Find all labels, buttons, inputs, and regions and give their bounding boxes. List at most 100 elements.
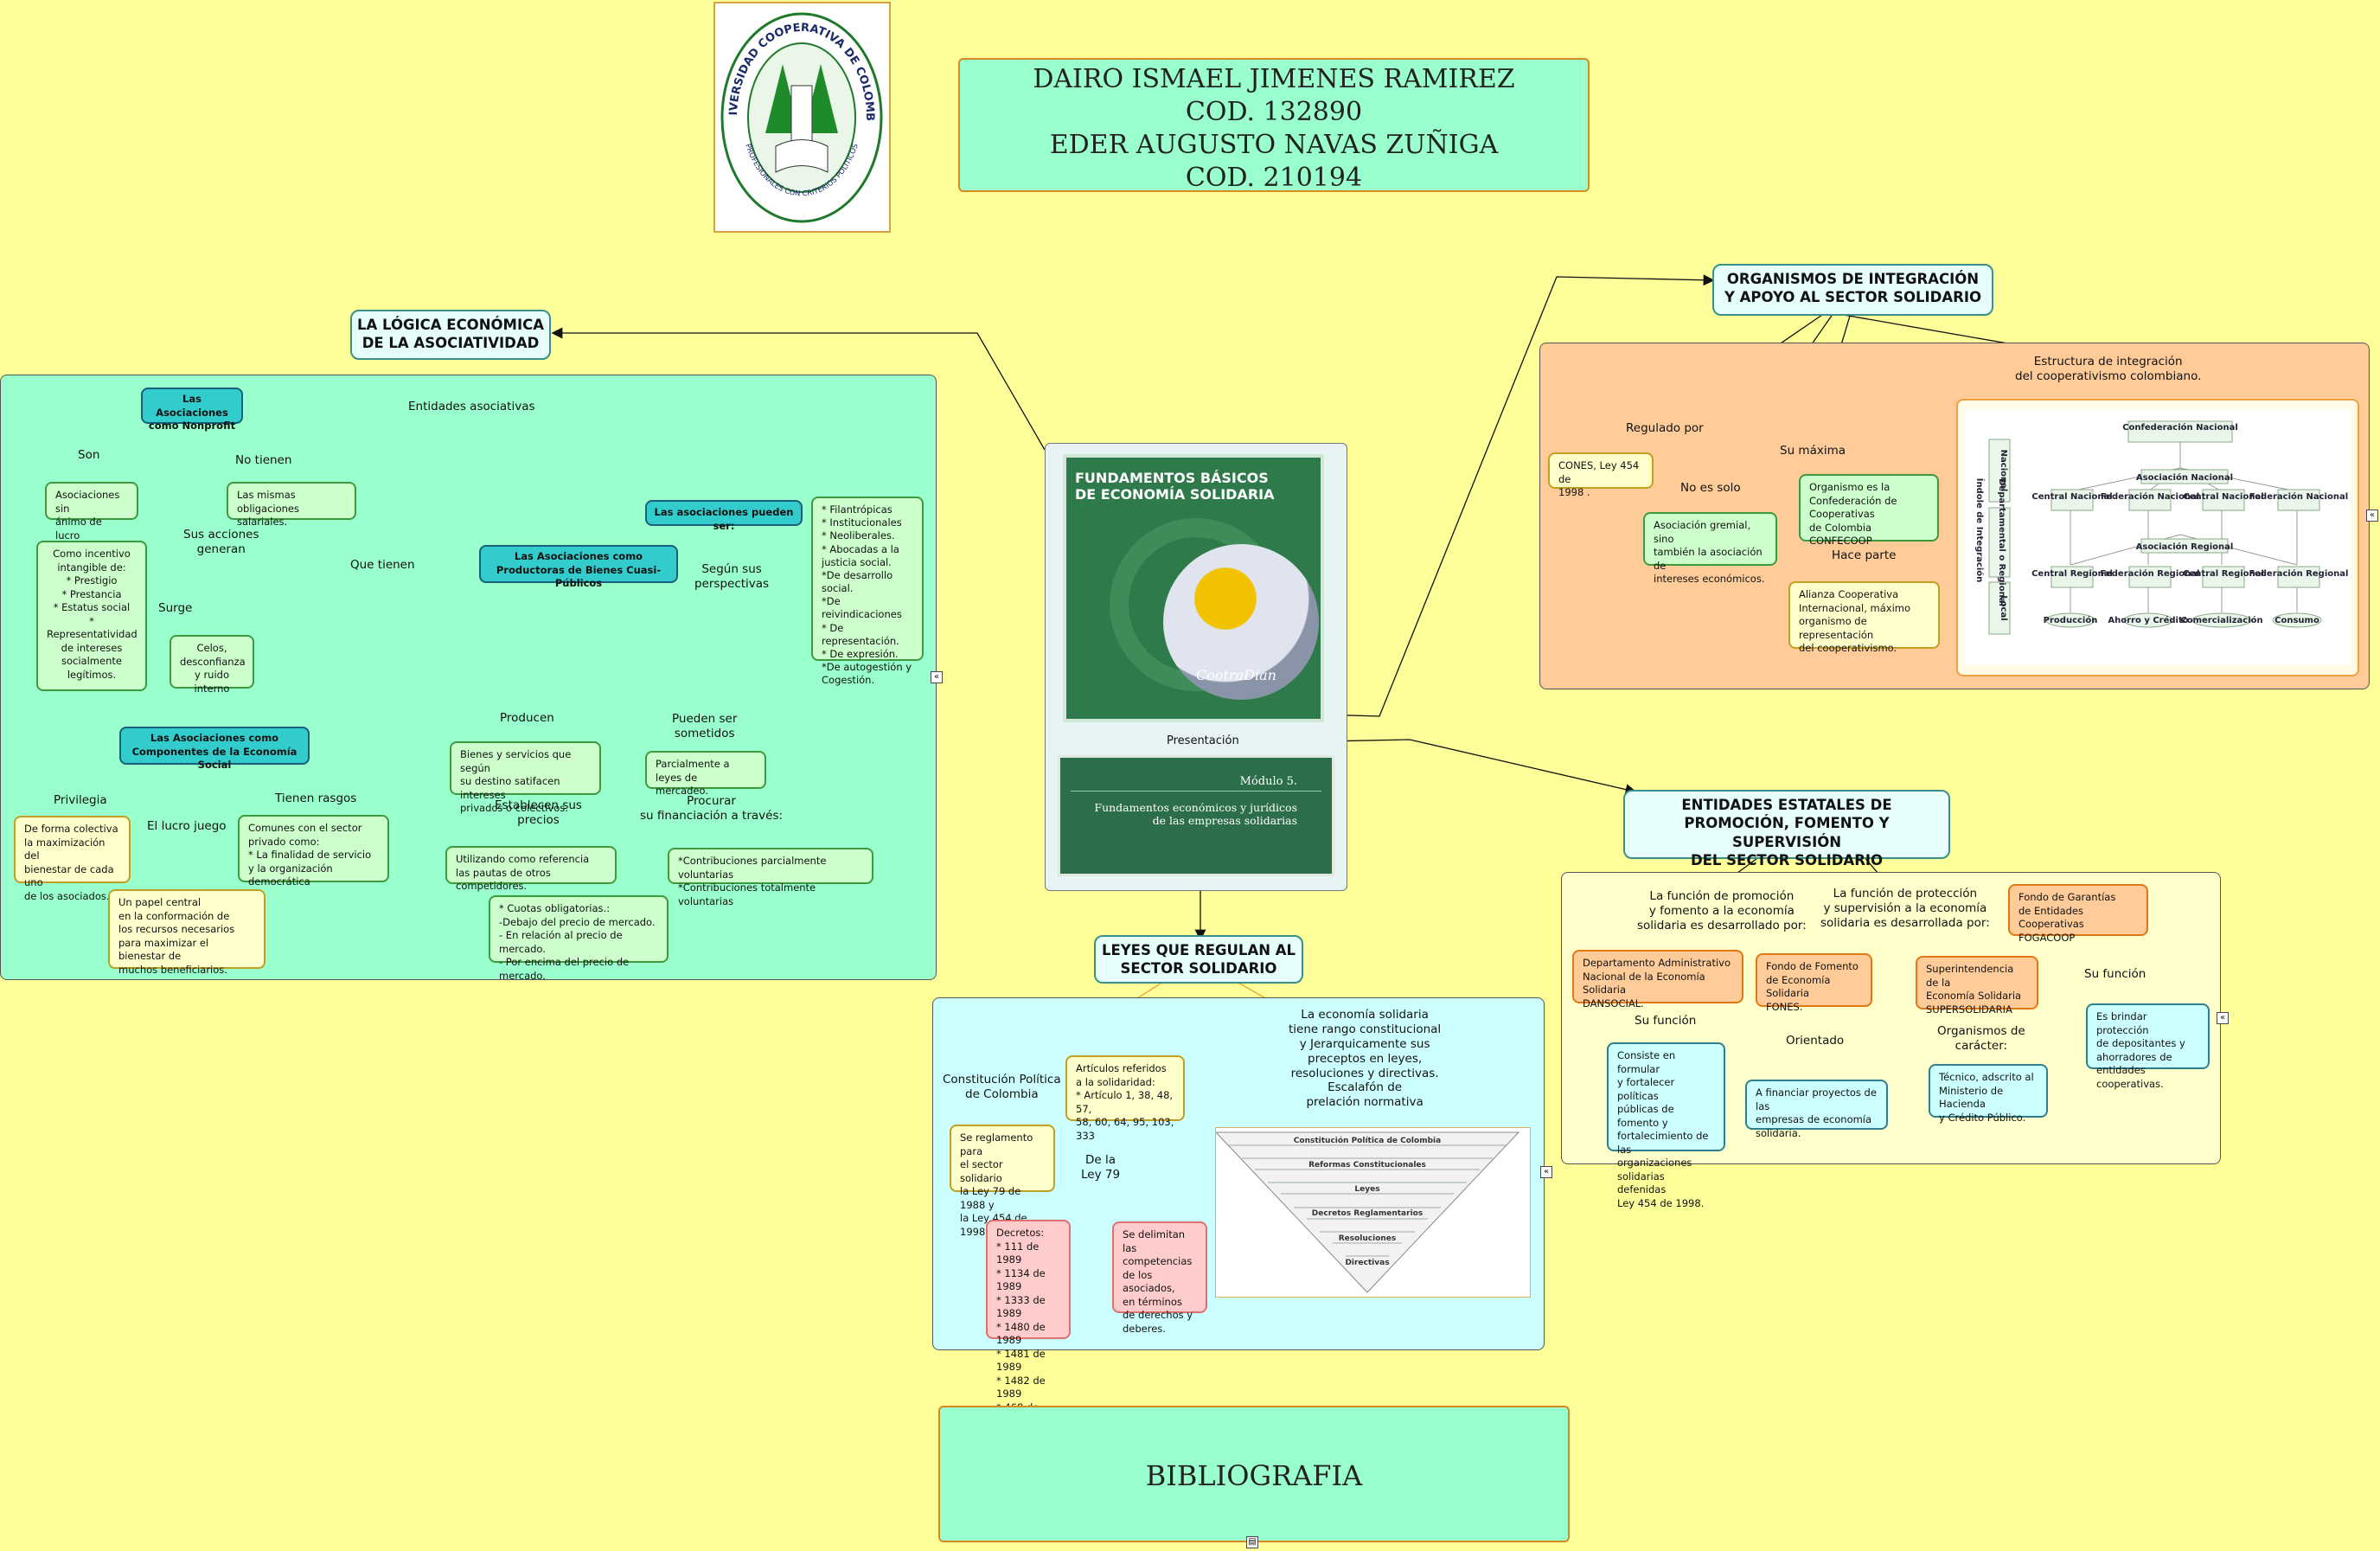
alianza-node[interactable]: Alianza Cooperativa Internacional, máxim… [1788,581,1940,654]
tecnico-node[interactable]: Técnico, adscrito al Ministerio de Hacie… [1929,1064,2048,1124]
central-topic-card[interactable]: FUNDAMENTOS BÁSICOS DE ECONOMÍA SOLIDARI… [1045,443,1347,891]
de-la-ley-label: De la Ley 79 [1081,1153,1121,1182]
comunes-node[interactable]: Comunes con el sector privado como: * La… [238,815,389,888]
obligaciones-node[interactable]: Las mismas obligaciones salariales. [227,482,356,528]
nonprofit-node[interactable]: Las Asociaciones como Nonprofit [141,388,243,432]
dansocial-node[interactable]: Departamento Administrativo Nacional de … [1572,950,1743,1009]
pyramid-level-3: Leyes [1354,1185,1379,1194]
topic-leyes[interactable]: LEYES QUE REGULAN AL SECTOR SOLIDARIO [1094,935,1303,984]
expand-toggle-bibliografia[interactable]: ▤ [1246,1536,1258,1548]
constitucion-label: Constitución Política de Colombia [943,1073,1061,1101]
financiar-node[interactable]: A financiar proyectos de las empresas de… [1745,1080,1888,1139]
cover-logo-text: CootraDian [1196,667,1276,683]
procurar-financiacion-label: Procurar su financiación a través: [640,794,784,823]
org-reg-3: Central Regional [2183,569,2264,579]
confecoop-node[interactable]: Organismo es la Confederación de Coopera… [1799,474,1939,547]
org-level-regional: Departamental o Regional [1997,478,2006,606]
pyramid-level-6: Directivas [1345,1259,1389,1267]
author-1-name: DAIRO ISMAEL JIMENES RAMIREZ [1033,64,1515,94]
cover-photo-circle [1163,544,1319,700]
bibliografia-box[interactable]: BIBLIOGRAFIA [938,1406,1570,1542]
org-reg-2: Federación Regional [2101,568,2200,579]
author-1-code: COD. 132890 [1185,97,1363,128]
collapse-toggle-leyes[interactable]: « [1540,1166,1552,1178]
regulado-label: Regulado por [1626,421,1704,435]
estructura-label: Estructura de integración del cooperativ… [2015,355,2202,383]
proteccion-label: La función de protección y supervisión a… [1820,887,1990,930]
cones-node[interactable]: CONES, Ley 454 de 1998 . [1548,452,1654,498]
surge-label: Surge [158,601,193,615]
topic-logica-economica[interactable]: LA LÓGICA ECONÓMICA DE LA ASOCIATIVIDAD [350,310,551,360]
org-local-3: Comercialización [2180,615,2262,625]
su-funcion-label-2: Su función [2084,967,2146,981]
sin-animo-node[interactable]: Asociaciones sin ánimo de lucro [45,482,138,542]
org-nat-3: Central Nacional [2183,492,2263,502]
promocion-label: La función de promoción y fomento a la e… [1637,889,1807,933]
parcialmente-node[interactable]: Parcialmente a leyes de mercadeo. [645,751,766,797]
segun-perspectivas-label: Según sus perspectivas [694,562,770,591]
pyramid-level-2: Reformas Constitucionales [1308,1161,1426,1170]
entidades-asociativas-label: Entidades asociativas [408,400,535,413]
collapse-toggle-estatales[interactable]: « [2217,1012,2229,1024]
no-tienen-label: No tienen [235,453,292,467]
gremial-node[interactable]: Asociación gremial, sino también la asoc… [1643,512,1777,585]
logo-frame: UNIVERSIDAD COOPERATIVA DE COLOMBIA PROF… [711,0,891,233]
articulos-node[interactable]: Artículos referidos a la solidaridad: * … [1065,1055,1185,1142]
reglamento-node[interactable]: Se reglamento para el sector solidario l… [950,1125,1055,1238]
organismos-caracter-label: Organismos de carácter: [1937,1024,2025,1053]
presentacion-label: Presentación [1167,734,1239,747]
org-local-2: Ahorro y Crédito [2108,615,2188,625]
fones-node[interactable]: Fondo de Fomento de Economía Solidaria F… [1756,953,1872,1013]
rango-label: La economía solidaria tiene rango consti… [1289,1008,1442,1110]
org-reg-1: Central Regional [2031,569,2113,579]
normative-pyramid: Constitución Política de Colombia Reform… [1214,1131,1520,1293]
delimitan-node[interactable]: Se delimitan las competencias de los aso… [1112,1221,1207,1335]
pyramid-level-5: Resoluciones [1339,1234,1397,1243]
pueden-ser-node[interactable]: Las asociaciones pueden ser: [645,500,803,532]
hace-parte-label: Hace parte [1832,548,1897,562]
pyramid-level-4: Decretos Reglamentarios [1312,1209,1423,1218]
papel-central-node[interactable]: Un papel central en la conformación de l… [108,889,266,976]
org-nat-2: Federación Nacional [2101,491,2199,502]
module-cover: Módulo 5. Fundamentos económicos y juríd… [1058,755,1334,876]
topic-organismos[interactable]: ORGANISMOS DE INTEGRACIÓN Y APOYO AL SEC… [1712,264,1993,316]
formular-node[interactable]: Consiste en formular y fortalecer políti… [1607,1042,1725,1209]
privilegia-label: Privilegia [54,793,107,807]
decretos-node[interactable]: Decretos: * 111 de 1989 * 1134 de 1989 *… [986,1220,1071,1426]
org-asociacion-nacional: Asociación Nacional [2136,472,2233,483]
org-nat-4: Federación Nacional [2249,491,2348,502]
org-level-nacional: Nacional [1999,450,2008,492]
authors-box: DAIRO ISMAEL JIMENES RAMIREZ COD. 132890… [958,58,1590,193]
org-level-local: Local [1999,595,2008,620]
org-nat-1: Central Nacional [2031,492,2112,502]
componentes-node[interactable]: Las Asociaciones como Componentes de la … [119,727,310,771]
org-side-title: Índole de Integración [1974,478,1986,583]
cover-image: FUNDAMENTOS BÁSICOS DE ECONOMÍA SOLIDARI… [1063,454,1324,722]
celos-node[interactable]: Celos, desconfianza y ruido interno [170,635,254,695]
son-label: Son [78,448,100,462]
incentivo-node[interactable]: Como incentivo intangible de: * Prestigi… [36,541,147,691]
cover-title: FUNDAMENTOS BÁSICOS DE ECONOMÍA SOLIDARI… [1075,470,1275,503]
orientado-label: Orientado [1786,1034,1845,1048]
productoras-node[interactable]: Las Asociaciones como Productoras de Bie… [479,545,678,589]
maxima-label: Su máxima [1780,444,1846,458]
no-es-solo-label: No es solo [1680,481,1741,495]
utilizando-node[interactable]: Utilizando como referencia las pautas de… [445,846,617,892]
brindar-node[interactable]: Es brindar protección de depositantes y … [2086,1003,2210,1090]
perspectivas-node[interactable]: * Filantrópicas * Institucionales * Neol… [811,497,924,686]
collapse-toggle-organismos[interactable]: « [2366,510,2378,522]
bienes-node[interactable]: Bienes y servicios que según su destino … [450,741,601,814]
contribuciones-node[interactable]: *Contribuciones parcialmente voluntarias… [668,848,873,907]
cooperative-structure-diagram: Índole de Integración Nacional Departame… [1965,409,2351,665]
bibliografia-title: BIBLIOGRAFIA [1145,1459,1363,1492]
collapse-toggle-logica[interactable]: « [931,671,943,683]
topic-entidades-estatales[interactable]: ENTIDADES ESTATALES DE PROMOCIÓN, FOMENT… [1623,790,1950,868]
author-2-name: EDER AUGUSTO NAVAS ZUÑIGA [1049,130,1499,161]
su-funcion-label-1: Su función [1635,1014,1697,1028]
university-seal-icon: UNIVERSIDAD COOPERATIVA DE COLOMBIA PROF… [711,0,883,223]
colectiva-node[interactable]: De forma colectiva la maximización del b… [14,816,131,902]
fogacoop-node[interactable]: Fondo de Garantías de Entidades Cooperat… [2008,884,2148,944]
supersolidaria-node[interactable]: Superintendencia de la Economía Solidari… [1916,956,2038,1016]
cuotas-node[interactable]: * Cuotas obligatorias.: -Debajo del prec… [489,895,669,982]
tienen-rasgos-label: Tienen rasgos [275,792,357,805]
